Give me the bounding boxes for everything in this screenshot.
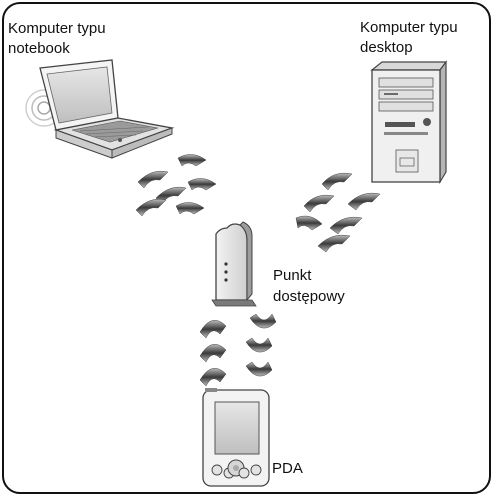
desktop-label-line1: Komputer typu — [360, 19, 458, 36]
desktop-computer-icon — [370, 60, 448, 185]
signal-waves-pda — [199, 313, 277, 387]
signal-waves-desktop — [295, 172, 381, 253]
notebook-computer-icon — [25, 59, 175, 159]
pda-icon — [202, 388, 270, 487]
access-point-label-line1: Punkt — [273, 267, 312, 284]
notebook-label-line2: notebook — [8, 40, 70, 57]
desktop-label-line2: desktop — [360, 39, 413, 56]
access-point-label-line2: dostępowy — [273, 288, 345, 305]
notebook-label-line1: Komputer typu — [8, 20, 106, 37]
access-point-icon — [211, 221, 257, 307]
signal-waves-notebook — [135, 154, 217, 217]
pda-label: PDA — [272, 460, 303, 477]
